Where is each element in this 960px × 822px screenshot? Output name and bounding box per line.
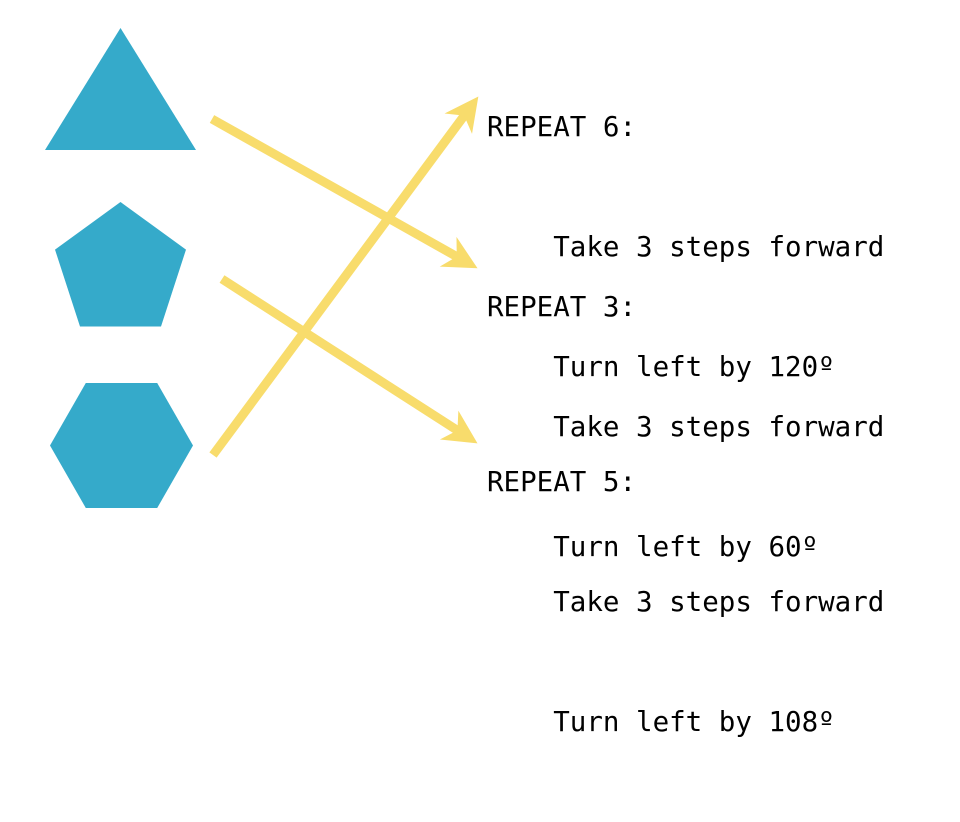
code-line-turn-repeat-5: Turn left by 108º [487,706,835,738]
shape-triangle [45,28,196,150]
code-header-repeat-6: REPEAT 6: [487,111,637,143]
code-line-steps-repeat-3: Take 3 steps forward [487,411,885,443]
shape-pentagon [55,202,186,327]
arrow-hexagon-to-repeat-6 [209,96,479,458]
code-block-repeat-5: REPEAT 5: Take 3 steps forward Turn left… [487,382,884,822]
code-block-repeat-6: REPEAT 6: Take 3 steps forward Turn left… [487,27,884,467]
shape-hexagon [50,383,193,508]
code-line-steps-repeat-6: Take 3 steps forward [487,231,885,263]
code-header-repeat-3: REPEAT 3: [487,291,637,323]
code-header-repeat-5: REPEAT 5: [487,466,637,498]
shapes-and-arrows-diagram [45,28,479,508]
arrow-pentagon-to-repeat-5 [219,275,478,444]
slide-canvas: REPEAT 6: Take 3 steps forward Turn left… [45,27,885,738]
arrow-triangle-to-repeat-3 [209,115,478,269]
code-line-steps-repeat-5: Take 3 steps forward [487,586,885,618]
code-line-turn-repeat-6: Turn left by 120º [487,351,835,383]
